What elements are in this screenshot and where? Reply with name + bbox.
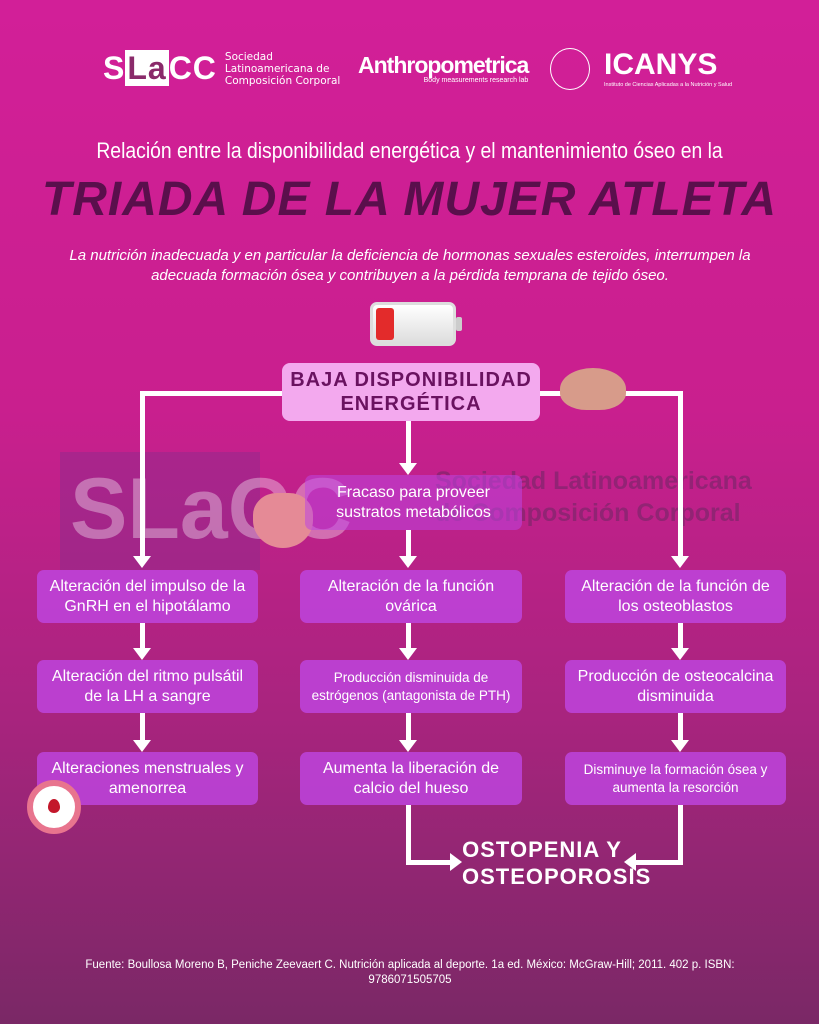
right-step-1: Alteración de la función de los osteobla… [565, 570, 786, 623]
connector [636, 860, 683, 865]
brain-icon [560, 368, 626, 410]
icanys-logo: ICANYS Instituto de Ciencias Aplicadas a… [604, 48, 732, 88]
slacc-la: La [125, 50, 169, 86]
arrow-down-icon [133, 740, 151, 752]
left-step-2: Alteración del ritmo pulsátil de la LH a… [37, 660, 258, 713]
slacc-line: Sociedad [224, 50, 273, 63]
arrow-down-icon [671, 740, 689, 752]
connector [678, 713, 683, 740]
anthropometrica-tagline: Body measurements research lab [423, 77, 529, 84]
arrow-down-icon [671, 556, 689, 568]
arrow-down-icon [133, 648, 151, 660]
connector [678, 391, 683, 556]
arrow-right-icon [450, 853, 462, 871]
main-title: TRIADA DE LA MUJER ATLETA [41, 173, 778, 226]
slacc-cc: CC [168, 50, 217, 86]
slacc-line: Composición Corporal [224, 74, 341, 87]
vitruvian-icon [550, 48, 590, 90]
title-line-1: Relación entre la disponibilidad energét… [96, 138, 723, 163]
icanys-name: ICANYS [604, 48, 718, 81]
result-osteoporosis: OSTOPENIA Y OSTEOPOROSIS [462, 837, 652, 889]
subtitle: La nutrición inadecuada y en particular … [69, 247, 751, 284]
connector [678, 623, 683, 648]
right-step-2: Producción de osteocalcina disminuida [565, 660, 786, 713]
arrow-down-icon [399, 463, 417, 475]
arrow-down-icon [399, 556, 417, 568]
connector [406, 860, 451, 865]
center-step-2: Producción disminuida de estrógenos (ant… [300, 660, 522, 713]
watermark-block [60, 452, 260, 570]
low-battery-icon [370, 302, 462, 346]
connector [406, 713, 411, 740]
arrow-down-icon [133, 556, 151, 568]
arrow-left-icon [624, 853, 636, 871]
icanys-tagline: Instituto de Ciencias Aplicadas a la Nut… [604, 82, 733, 88]
connector [406, 623, 411, 648]
right-step-3: Disminuye la formación ósea y aumenta la… [565, 752, 786, 805]
anthropometrica-name: Anthropometrica [358, 52, 529, 78]
arrow-down-icon [399, 740, 417, 752]
connector [140, 391, 282, 396]
anthropometrica-logo: Anthropometrica Body measurements resear… [358, 52, 529, 84]
metabolic-failure-box: Fracaso para proveer sustratos metabólic… [305, 475, 522, 530]
uterus-icon [253, 493, 313, 548]
connector [678, 805, 683, 865]
connector [406, 530, 411, 558]
blood-drop-icon [27, 780, 81, 834]
center-step-1: Alteración de la función ovárica [300, 570, 522, 623]
connector [140, 713, 145, 740]
connector [406, 805, 411, 865]
left-step-1: Alteración del impulso de la GnRH en el … [37, 570, 258, 623]
arrow-down-icon [399, 648, 417, 660]
connector [140, 391, 145, 556]
low-energy-box: BAJA DISPONIBILIDAD ENERGÉTICA [282, 363, 540, 421]
center-step-3: Aumenta la liberación de calcio del hues… [300, 752, 522, 805]
slacc-line: Latinoamericana de [224, 62, 330, 75]
connector [406, 421, 411, 463]
connector [140, 623, 145, 648]
slacc-mark: SLaCC [103, 50, 217, 87]
arrow-down-icon [671, 648, 689, 660]
slacc-s: S [103, 50, 126, 86]
source-citation: Fuente: Boullosa Moreno B, Peniche Zeeva… [85, 959, 735, 986]
